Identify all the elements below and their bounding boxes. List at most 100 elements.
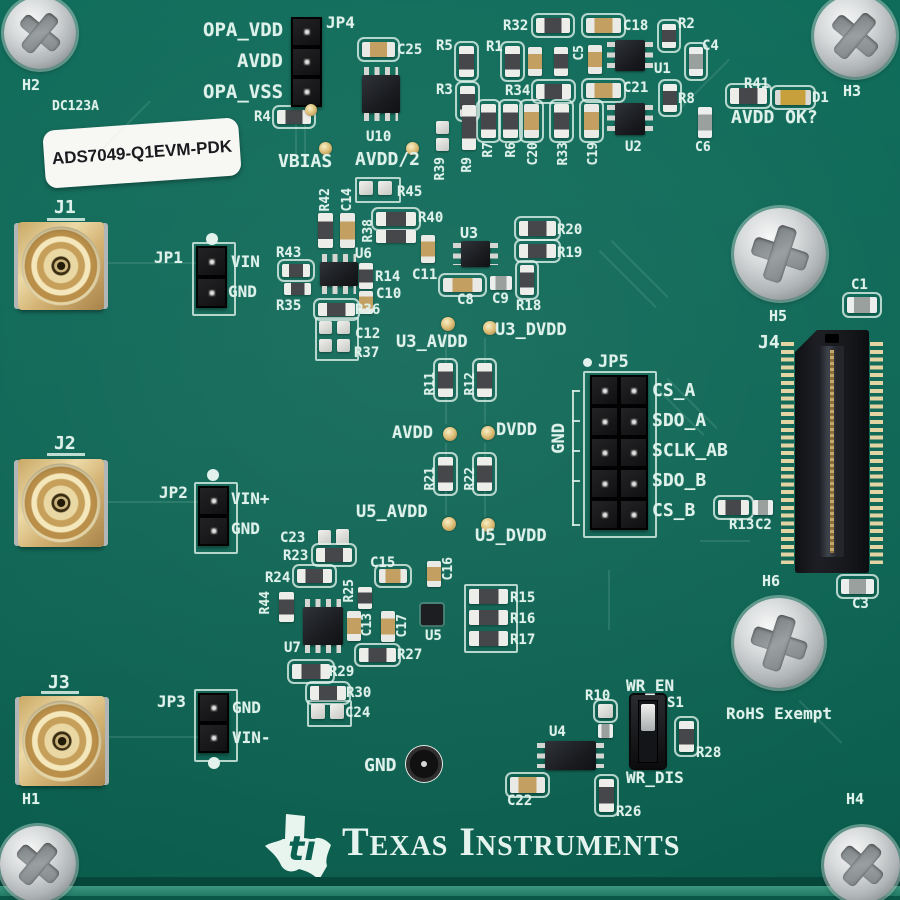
sma-j1 [18, 222, 104, 310]
silk-label-r25: R25 [342, 579, 357, 603]
cap-c25 [357, 37, 400, 62]
silk-label-avdd: AVDD [392, 423, 433, 443]
silk-label-r32: R32 [503, 18, 529, 34]
silk-label-r24: R24 [265, 570, 291, 586]
silk-label-r35: R35 [276, 298, 302, 314]
silk-label-u5-avdd: U5_AVDD [356, 502, 428, 522]
silk-label-r34: R34 [505, 83, 531, 99]
silk-label-r7: R7 [481, 142, 496, 158]
silk-label-u5: U5 [425, 628, 442, 644]
silk-label-r43: R43 [276, 245, 302, 261]
res-r24 [292, 564, 337, 588]
j4-contact-strip [830, 350, 834, 553]
hdr-jp3-pin [198, 723, 229, 753]
silk-label-r13: R13 [729, 517, 755, 533]
res-r16 [469, 610, 508, 625]
silk-label-c16: C16 [441, 557, 456, 581]
tr-2-trace [105, 736, 198, 738]
silk-label-gnd: GND [231, 519, 260, 538]
sline-21 [572, 390, 574, 526]
texas-map-icon [265, 814, 331, 880]
silk-label-c14: C14 [340, 188, 355, 212]
silk-label-vin: VIN- [232, 728, 271, 747]
silk-label-c23: C23 [280, 530, 306, 546]
silk-label-opa-vdd: OPA_VDD [203, 19, 284, 41]
silk-label-r10: R10 [585, 688, 611, 704]
sline-19 [47, 453, 85, 456]
sq-57 [436, 138, 449, 151]
silk-label-sdo-a: SDO_A [652, 410, 707, 431]
hdr-jp5-pin [619, 499, 648, 530]
silk-label-u3: U3 [460, 224, 479, 242]
res-r30 [305, 681, 351, 705]
via-u3-avdd-tp [441, 317, 455, 331]
cap-c10 [359, 291, 373, 314]
res-r35 [284, 283, 311, 295]
sw-s1 [631, 695, 665, 768]
silk-label-jp5: JP5 [598, 352, 629, 372]
board-bottom-edge-end [0, 896, 900, 900]
silk-label-c24: C24 [345, 705, 371, 721]
res-r34 [531, 79, 576, 104]
ic-u10 [362, 67, 400, 121]
cap-42 [528, 47, 542, 76]
silk-label-u5-dvdd: U5_DVDD [475, 526, 547, 546]
brand-wordmark: Texas Instruments [342, 819, 681, 864]
silk-label-c5: C5 [572, 45, 587, 61]
silk-label-u4: U4 [549, 724, 566, 740]
hdr-jp4-pin [291, 17, 322, 47]
cap-c15 [374, 564, 412, 588]
cap-c20 [519, 99, 544, 143]
res-r5 [454, 41, 479, 82]
cap-c11 [421, 235, 435, 263]
silk-label-c18: C18 [623, 18, 649, 34]
silk-label-r12: R12 [463, 372, 478, 396]
silk-label-sdo-b: SDO_B [652, 470, 707, 491]
silk-label-h4: H4 [846, 790, 865, 808]
silk-label-r36: R36 [355, 302, 381, 318]
cap-c21 [581, 78, 626, 103]
hdr-jp2 [198, 486, 229, 546]
silk-label-j1: J1 [54, 197, 76, 218]
silk-label-c22: C22 [507, 793, 533, 809]
silk-label-jp3: JP3 [157, 692, 186, 711]
silk-label-r20: R20 [557, 222, 583, 238]
sq-c12 [319, 321, 332, 334]
silk-label-r14: R14 [375, 269, 401, 285]
hdr-jp3-pin [198, 693, 229, 723]
cap-c8 [438, 273, 487, 297]
silk-label-r33: R33 [556, 142, 571, 166]
silk-label-r19: R19 [557, 245, 583, 261]
silk-label-r4: R4 [254, 109, 271, 125]
hdr-jp1 [196, 246, 227, 308]
silk-label-c25: C25 [397, 42, 423, 58]
via-avdd-tp [443, 427, 457, 441]
sq-91 [336, 529, 349, 545]
tr-0-trace [103, 262, 198, 264]
silk-label-r45: R45 [397, 184, 423, 200]
silk-label-u1: U1 [654, 61, 671, 77]
hdr-jp5-pin [590, 468, 619, 499]
capg-c3 [836, 574, 879, 599]
silk-label-r16: R16 [510, 611, 536, 627]
silk-label-c20: C20 [526, 142, 541, 166]
res-r23 [311, 543, 357, 567]
via-dvdd-tp [481, 426, 495, 440]
silk-label-jp2: JP2 [159, 483, 188, 502]
silk-label-c3: C3 [852, 596, 869, 612]
silk-label-c11: C11 [412, 267, 438, 283]
dot-147 [583, 358, 592, 367]
silk-label-u10: U10 [366, 129, 392, 145]
sline-25 [572, 480, 580, 482]
dot-146 [208, 757, 220, 769]
silk-label-c8: C8 [457, 292, 474, 308]
ic-u7 [303, 599, 343, 653]
svg-text:ti: ti [288, 829, 317, 869]
hdr-jp5 [590, 375, 648, 530]
silk-label-r22: R22 [463, 467, 478, 491]
tr-16-trace [608, 570, 610, 630]
hdr-jp5-pin [590, 499, 619, 530]
res-r36 [313, 298, 360, 321]
silk-label-wr-en: WR_EN [626, 676, 675, 695]
res-r8 [658, 79, 682, 117]
